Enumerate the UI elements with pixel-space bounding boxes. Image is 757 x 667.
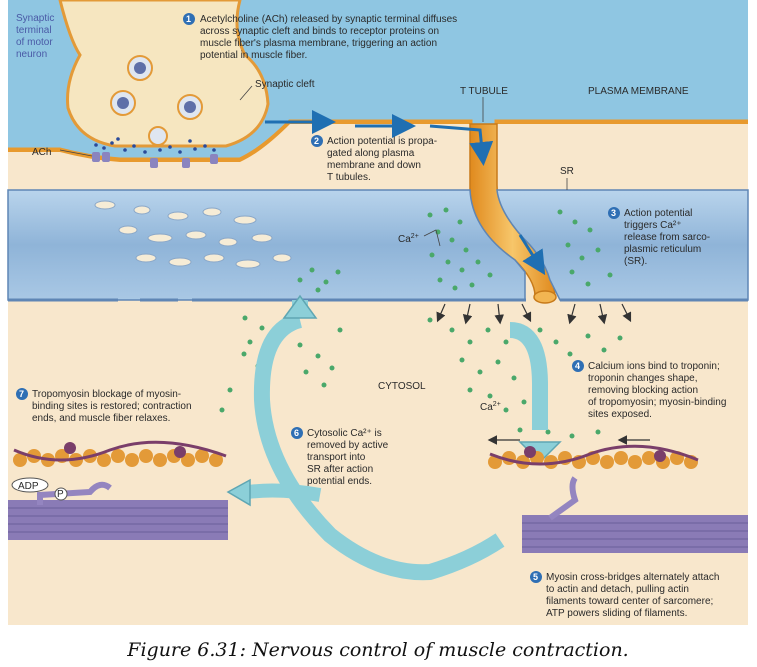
- step-3-line-2: triggers Ca²⁺: [624, 220, 682, 231]
- step-7-line-1: Tropomyosin blockage of myosin-: [32, 389, 181, 400]
- step-6-line-4: SR after action: [307, 464, 373, 475]
- right-actin-filament: [488, 444, 748, 553]
- step-4-line-3: removing blocking action: [588, 385, 698, 396]
- step-7-line-3: ends, and muscle fiber relaxes.: [32, 413, 170, 424]
- adp-label: ADP: [18, 481, 39, 492]
- ach-molecules: [94, 137, 216, 154]
- synaptic-cleft-label: Synaptic cleft: [255, 79, 315, 90]
- step-3-line-3: release from sarco-: [624, 232, 710, 243]
- step-6-line-3: transport into: [307, 452, 366, 463]
- calcium-label-mid: Ca2+: [480, 401, 501, 413]
- step-5-line-2: to actin and detach, pulling actin: [546, 584, 689, 595]
- calcium-label-top: Ca2+: [398, 233, 419, 245]
- step-5-line-3: filaments toward center of sarcomere;: [546, 596, 713, 607]
- step-6-line-1: Cytosolic Ca²⁺ is: [307, 428, 382, 439]
- muscle-fiber-top: [8, 124, 470, 190]
- adp-badge: ADP: [11, 477, 49, 493]
- synaptic-vesicles: [110, 55, 203, 146]
- phosphate-badge: P: [54, 487, 68, 501]
- label-pointers: [59, 85, 568, 247]
- sr-label: SR: [560, 166, 574, 177]
- step-5-number: 5: [533, 572, 538, 582]
- step-3: 3 Action potential triggers Ca²⁺ release…: [608, 207, 710, 267]
- step-6-number: 6: [294, 428, 299, 438]
- step-1: 1 Acetylcholine (ACh) released by synapt…: [183, 13, 457, 61]
- step-7-line-2: binding sites is restored; contraction: [32, 401, 192, 412]
- step-4-line-2: troponin changes shape,: [588, 373, 698, 384]
- ach-receptors: [92, 152, 218, 168]
- step-1-line-2: across synaptic cleft and binds to recep…: [200, 26, 439, 37]
- step-3-number: 3: [611, 208, 616, 218]
- plasma-membrane-label: PLASMA MEMBRANE: [588, 86, 689, 97]
- step-1-line-3: muscle fiber's plasma membrane, triggeri…: [200, 38, 437, 49]
- caption-background: [0, 625, 757, 667]
- step-6: 6 Cytosolic Ca²⁺ is removed by active tr…: [291, 427, 389, 487]
- step-4-number: 4: [575, 361, 580, 371]
- sarcoplasmic-reticulum: [7, 189, 526, 301]
- step-1-number: 1: [186, 14, 191, 24]
- step-7-number: 7: [19, 389, 24, 399]
- figure-caption: Figure 6.31: Nervous control of muscle c…: [126, 639, 628, 661]
- step-4: 4 Calcium ions bind to troponin; troponi…: [572, 360, 726, 420]
- step-6-line-5: potential ends.: [307, 476, 372, 487]
- calcium-reuptake-arrow: [226, 294, 562, 581]
- t-tubule-opening: [533, 290, 557, 304]
- step-2-line-4: T tubules.: [327, 172, 371, 183]
- step-1-line-4: potential in muscle fiber.: [200, 50, 307, 61]
- step-2-line-2: gated along plasma: [327, 148, 415, 159]
- step-2-line-3: membrane and down: [327, 160, 421, 171]
- step-7: 7 Tropomyosin blockage of myosin- bindin…: [16, 388, 192, 424]
- t-tubule-label: T TUBULE: [460, 86, 508, 97]
- step-1-line-1: Acetylcholine (ACh) released by synaptic…: [200, 14, 457, 25]
- step-3-line-5: (SR).: [624, 256, 647, 267]
- step-5-line-4: ATP powers sliding of filaments.: [546, 608, 687, 619]
- ach-label: ACh: [32, 147, 51, 158]
- phosphate-label: P: [57, 489, 64, 500]
- sr-fenestrations: [94, 200, 292, 269]
- step-6-line-2: removed by active: [307, 440, 389, 451]
- step-4-line-4: of tropomyosin; myosin-binding: [588, 397, 726, 408]
- step-5-line-1: Myosin cross-bridges alternately attach: [546, 572, 719, 583]
- cytosol-label: CYTOSOL: [378, 381, 426, 392]
- plasma-membrane: [8, 119, 748, 163]
- synaptic-terminal-line-3: of motor: [16, 37, 53, 48]
- calcium-release-arrows: [436, 303, 650, 445]
- step-2: 2 Action potential is propa- gated along…: [311, 135, 437, 183]
- step-4-line-1: Calcium ions bind to troponin;: [588, 361, 720, 372]
- sarcoplasmic-reticulum-right: [496, 189, 749, 301]
- step-4-line-5: sites exposed.: [588, 409, 652, 420]
- action-potential-arrows: [265, 110, 546, 276]
- synaptic-terminal-line-4: neuron: [16, 49, 47, 60]
- muscle-fiber-top-right: [497, 124, 748, 190]
- synaptic-terminal-line-2: terminal: [16, 25, 52, 36]
- step-5: 5 Myosin cross-bridges alternately attac…: [530, 571, 719, 619]
- step-2-number: 2: [314, 136, 319, 146]
- synaptic-terminal-label: Synaptic terminal of motor neuron: [16, 13, 54, 60]
- left-actin-filament: [8, 440, 228, 540]
- step-3-line-4: plasmic reticulum: [624, 244, 701, 255]
- step-3-line-1: Action potential: [624, 208, 692, 219]
- synaptic-terminal-line-1: Synaptic: [16, 13, 54, 24]
- step-2-line-1: Action potential is propa-: [327, 136, 437, 147]
